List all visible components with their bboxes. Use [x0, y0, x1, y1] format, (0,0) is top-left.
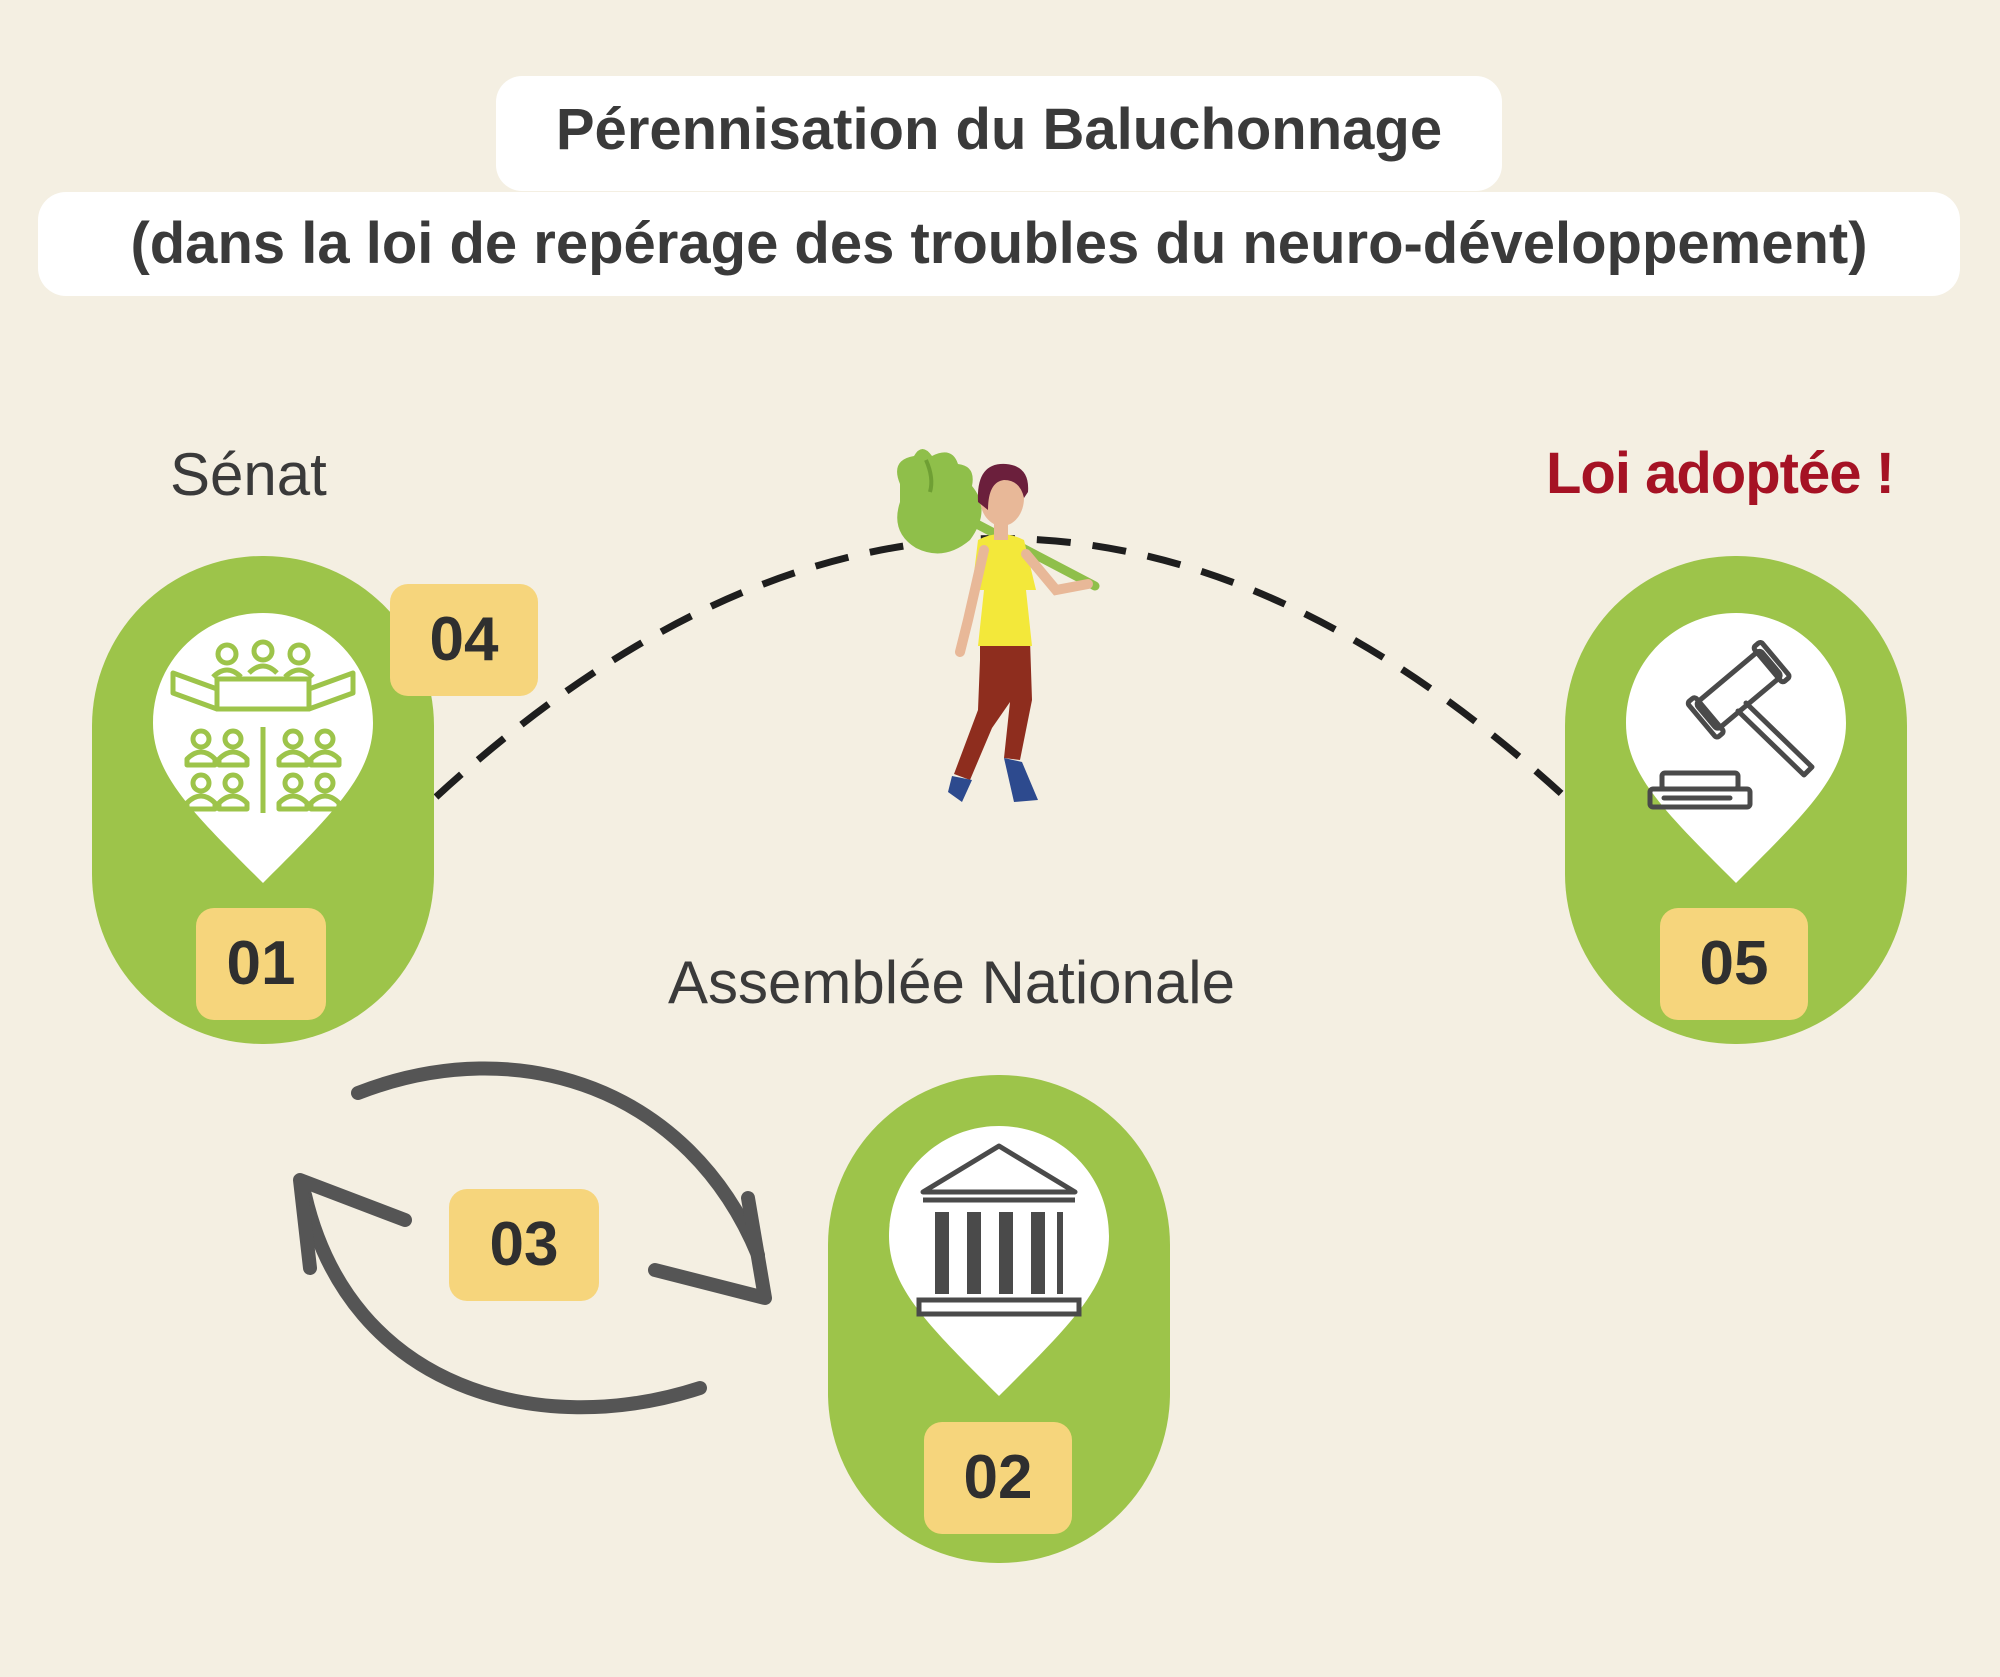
- label-loi-adoptee: Loi adoptée !: [1546, 441, 1895, 506]
- parliament-building-icon: [889, 1126, 1109, 1396]
- label-senat: Sénat: [170, 441, 327, 508]
- label-assemblee-nationale: Assemblée Nationale: [668, 949, 1235, 1016]
- senate-assembly-icon: [153, 613, 373, 883]
- gavel-icon: [1626, 613, 1846, 883]
- step-04-badge: 04: [390, 584, 538, 696]
- title-line-2: (dans la loi de repérage des troubles du…: [38, 192, 1960, 296]
- title-line-1: Pérennisation du Baluchonnage: [496, 76, 1502, 191]
- step-05-badge: 05: [1660, 908, 1808, 1020]
- step-02-badge: 02: [924, 1422, 1072, 1534]
- woman-with-bundle-illustration: [897, 449, 1100, 802]
- step-01-badge: 01: [196, 908, 326, 1020]
- step-03-badge: 03: [449, 1189, 599, 1301]
